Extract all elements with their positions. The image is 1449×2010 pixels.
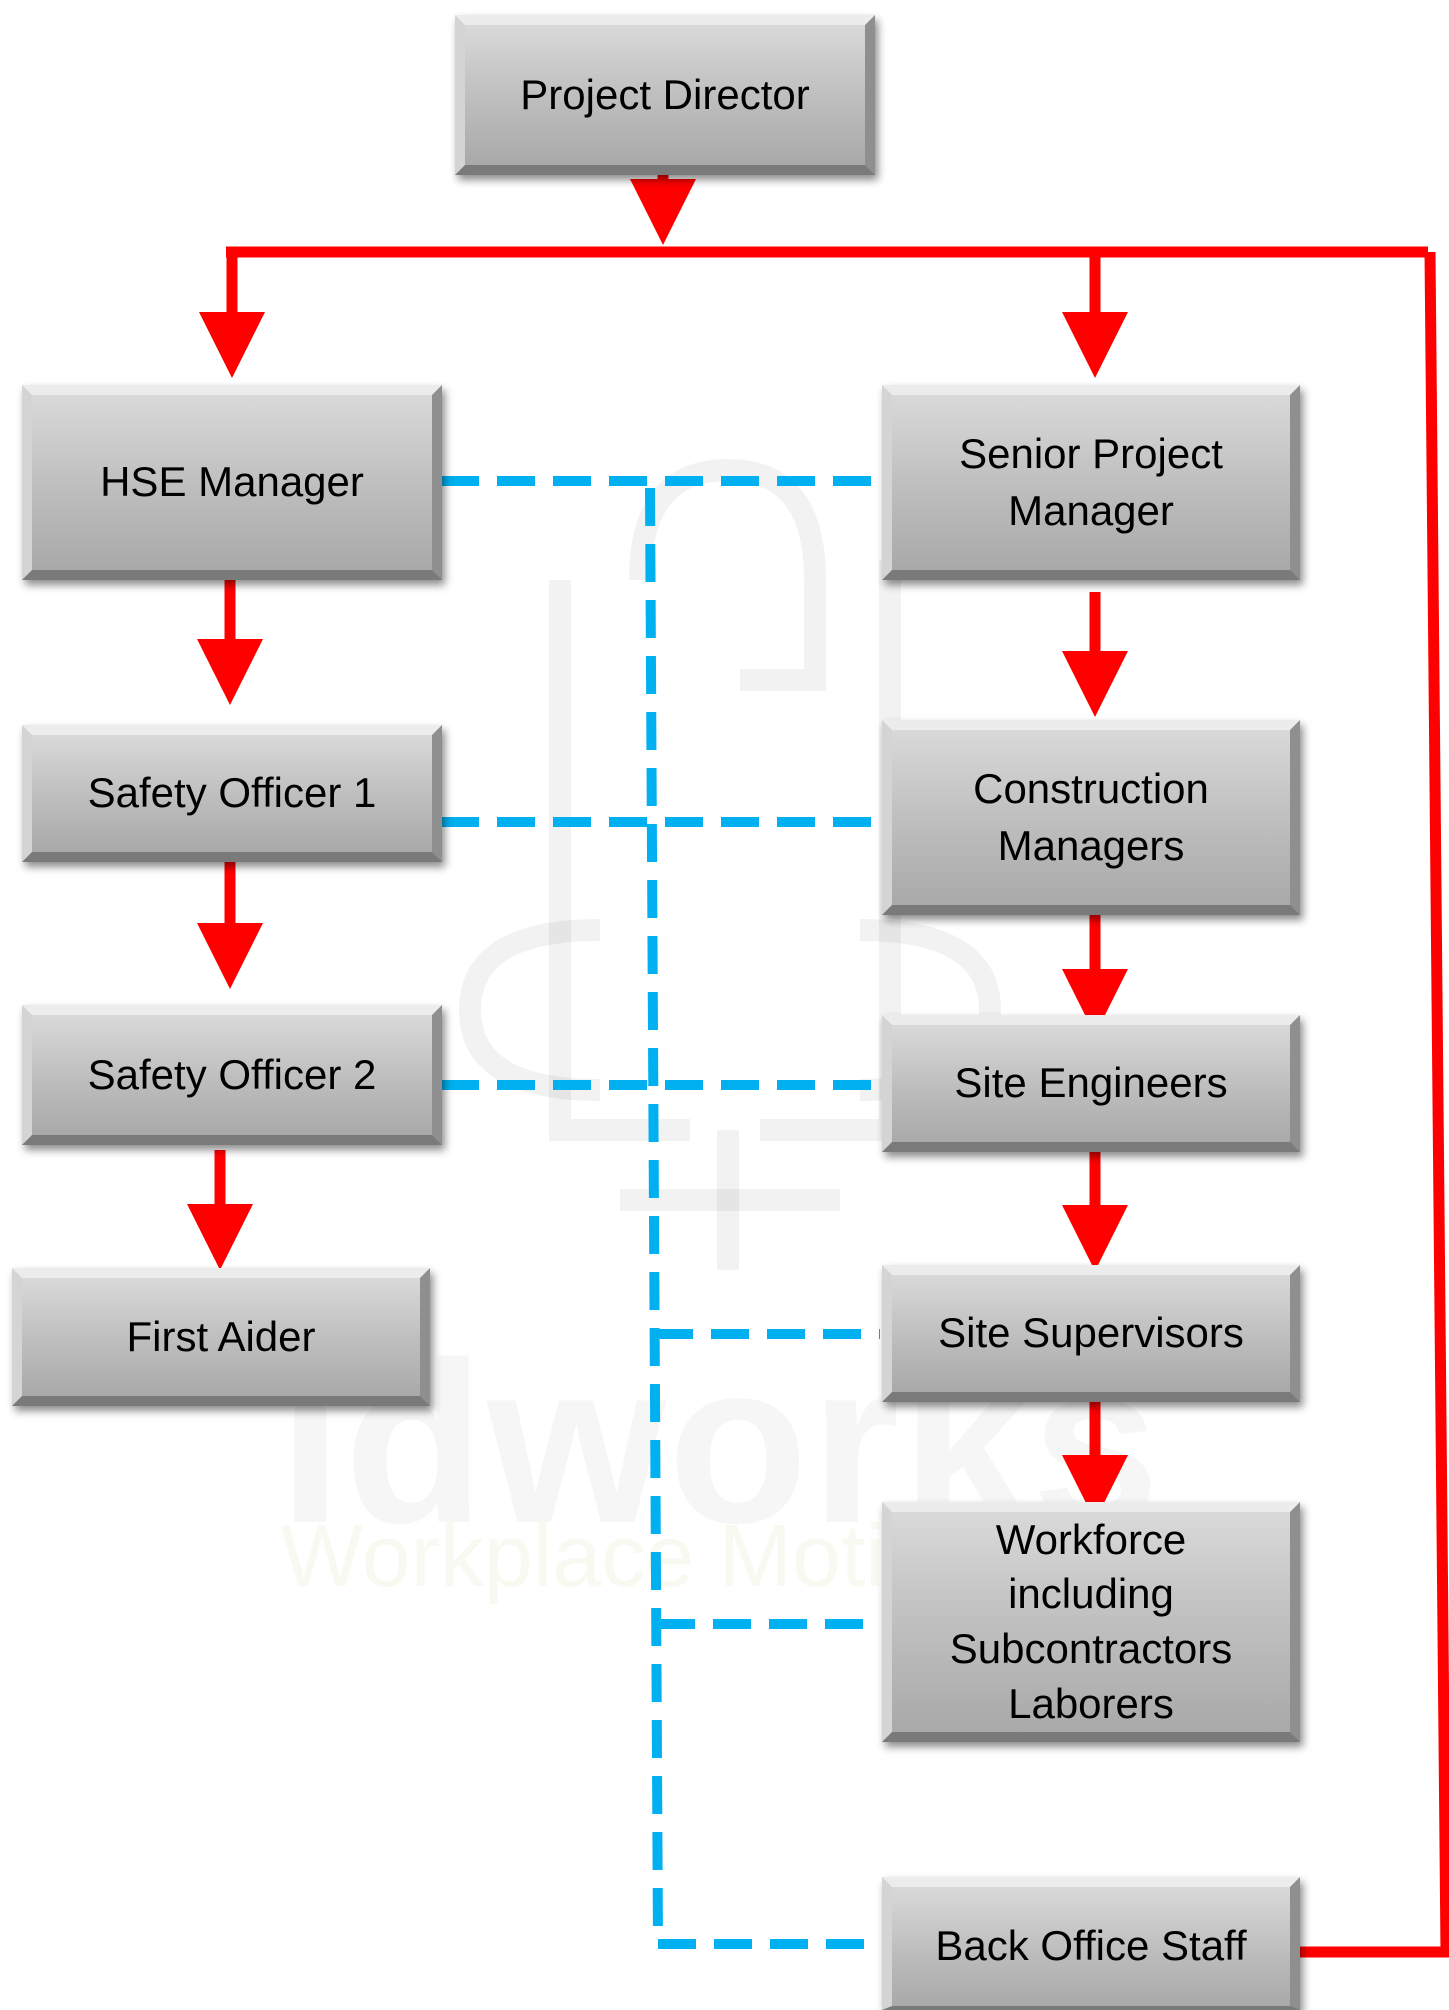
hse-manager-label: HSE Manager (100, 458, 364, 506)
construction-managers-line-1: Construction (973, 764, 1209, 812)
reporting-lines (187, 174, 1449, 1958)
construction-managers-label: Construction Managers (973, 761, 1209, 874)
project-director-box: Project Director (455, 15, 875, 175)
workforce-line-3: Subcontractors (949, 1625, 1233, 1672)
workforce-line-4: Laborers (1008, 1679, 1174, 1727)
workforce-line-1: Workforce (995, 1515, 1187, 1563)
back-office-staff-label: Back Office Staff (935, 1922, 1247, 1970)
site-supervisors-label: Site Supervisors (938, 1309, 1244, 1357)
senior-project-manager-label: Senior Project Manager (959, 426, 1223, 539)
hse-manager-box: HSE Manager (22, 385, 442, 580)
construction-managers-line-2: Managers (997, 821, 1185, 869)
workforce-label: Workforce including Subcontractors Labor… (950, 1513, 1232, 1731)
safety-officer-1-box: Safety Officer 1 (22, 725, 442, 862)
site-supervisors-box: Site Supervisors (882, 1265, 1300, 1402)
site-engineers-label: Site Engineers (954, 1059, 1228, 1107)
project-director-label: Project Director (520, 70, 810, 118)
senior-project-manager-box: Senior Project Manager (882, 385, 1300, 580)
first-aider-box: First Aider (12, 1268, 430, 1406)
back-office-return-line (1295, 251, 1449, 1958)
workforce-box: Workforce including Subcontractors Labor… (882, 1502, 1300, 1742)
senior-project-manager-line-1: Senior Project (959, 429, 1223, 477)
back-office-staff-box: Back Office Staff (882, 1877, 1300, 2010)
site-engineers-box: Site Engineers (882, 1015, 1300, 1152)
safety-officer-2-label: Safety Officer 2 (87, 1050, 377, 1098)
first-aider-label: First Aider (126, 1312, 316, 1360)
construction-managers-box: Construction Managers (882, 720, 1300, 915)
safety-officer-2-box: Safety Officer 2 (22, 1005, 442, 1145)
safety-officer-1-label: Safety Officer 1 (87, 769, 377, 817)
workforce-line-2: including (1008, 1570, 1174, 1618)
senior-project-manager-line-2: Manager (1008, 486, 1174, 534)
dashed-vertical-spine (645, 487, 663, 1945)
coordination-lines (441, 476, 880, 1949)
